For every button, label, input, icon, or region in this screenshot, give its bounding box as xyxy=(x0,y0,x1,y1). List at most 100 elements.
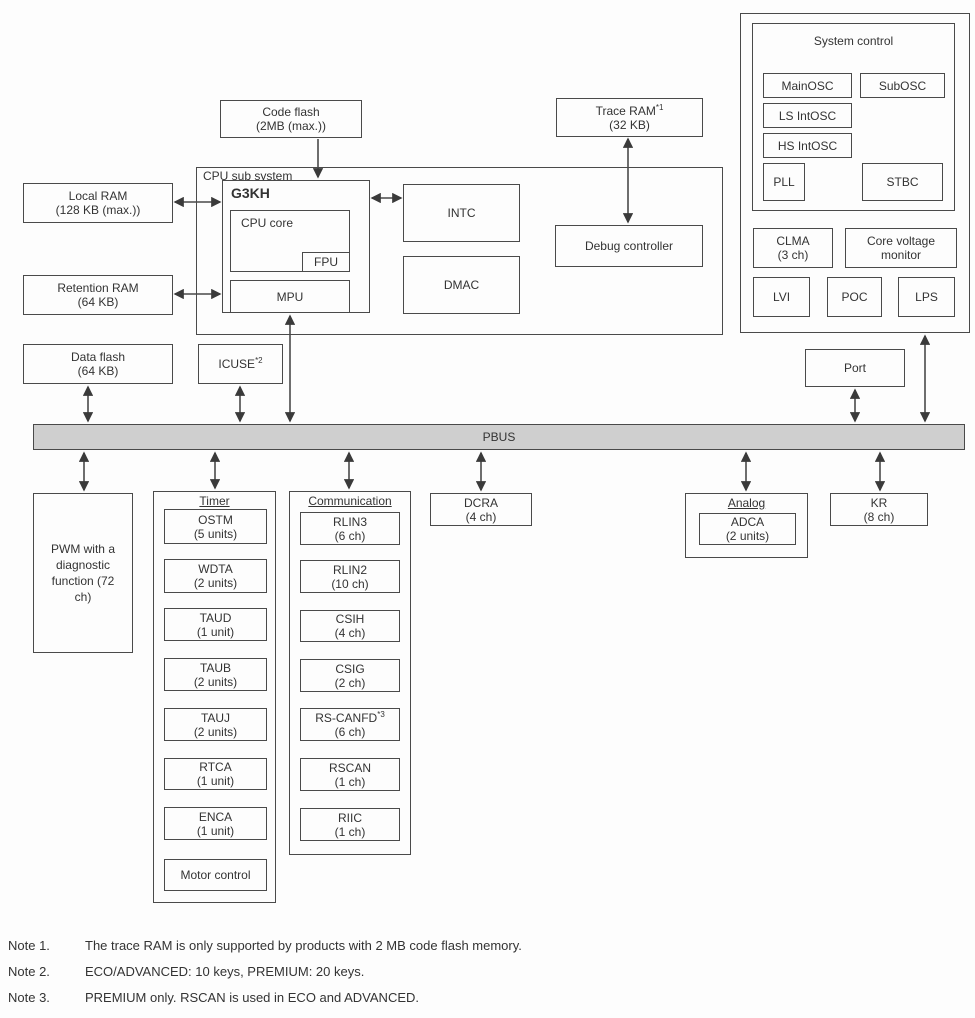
comm-item-name: RSCAN xyxy=(328,760,371,775)
communication-group-label: Communication xyxy=(308,494,392,508)
comm-item-detail: (2 ch) xyxy=(334,675,366,690)
pwm-label: PWM with a diagnostic function (72 ch) xyxy=(50,542,115,604)
cpu-core-label: CPU core xyxy=(241,216,294,230)
comm-item-detail: (10 ch) xyxy=(331,576,369,591)
retention-ram-detail: (64 KB) xyxy=(77,295,119,309)
comm-item-name: RS-CANFD*3 xyxy=(315,709,385,725)
timer-item-detail: (1 unit) xyxy=(196,624,235,639)
local-ram-detail: (128 KB (max.)) xyxy=(55,203,141,217)
pwm-block: PWM with a diagnostic function (72 ch) xyxy=(33,493,133,653)
timer-item-name: ENCA xyxy=(198,809,233,824)
comm-item-riic: RIIC (1 ch) xyxy=(300,808,400,841)
timer-item-name: WDTA xyxy=(198,562,233,576)
code-flash-block: Code flash (2MB (max.)) xyxy=(220,100,362,138)
timer-item-detail: (2 units) xyxy=(193,674,238,689)
timer-item-detail: (2 units) xyxy=(193,576,238,590)
dmac-block: DMAC xyxy=(403,256,520,314)
lps-block: LPS xyxy=(898,277,955,317)
clma-detail: (3 ch) xyxy=(777,248,809,262)
sub-osc-block: SubOSC xyxy=(860,73,945,98)
cpu-subsystem-label: CPU sub system xyxy=(203,169,293,183)
timer-item-name: Motor control xyxy=(180,868,251,882)
comm-item-rs-canfd: RS-CANFD*3 (6 ch) xyxy=(300,708,400,741)
timer-item-name: TAUD xyxy=(199,610,232,625)
lvi-block: LVI xyxy=(753,277,810,317)
timer-item-tauj: TAUJ (2 units) xyxy=(164,708,267,741)
trace-ram-name: Trace RAM*1 xyxy=(595,102,664,118)
note-text: ECO/ADVANCED: 10 keys, PREMIUM: 20 keys. xyxy=(85,964,365,979)
comm-item-detail: (6 ch) xyxy=(334,528,366,543)
comm-item-csig: CSIG (2 ch) xyxy=(300,659,400,692)
dcra-name: DCRA xyxy=(463,495,498,510)
clma-block: CLMA (3 ch) xyxy=(753,228,833,268)
comm-item-detail: (6 ch) xyxy=(334,724,366,739)
comm-item-detail: (1 ch) xyxy=(334,824,366,839)
dcra-detail: (4 ch) xyxy=(465,509,497,524)
icuse-name: ICUSE*2 xyxy=(218,356,263,372)
sub-osc-label: SubOSC xyxy=(878,78,927,93)
timer-item-detail: (1 unit) xyxy=(196,774,235,788)
main-osc-block: MainOSC xyxy=(763,73,852,98)
hs-intosc-block: HS IntOSC xyxy=(763,133,852,158)
trace-ram-detail: (32 KB) xyxy=(609,117,650,132)
timer-item-detail: (5 units) xyxy=(193,526,238,541)
core-voltage-monitor-block: Core voltage monitor xyxy=(845,228,957,268)
analog-group-label: Analog xyxy=(727,496,766,510)
timer-item-detail: (2 units) xyxy=(193,724,238,739)
timer-item-taud: TAUD (1 unit) xyxy=(164,608,267,641)
pbus-label: PBUS xyxy=(482,430,516,444)
code-flash-detail: (2MB (max.)) xyxy=(256,119,326,133)
adca-detail: (2 units) xyxy=(725,529,770,543)
comm-item-rlin3: RLIN3 (6 ch) xyxy=(300,512,400,545)
timer-item-taub: TAUB (2 units) xyxy=(164,658,267,691)
system-control-title: System control xyxy=(813,34,894,48)
timer-item-name: RTCA xyxy=(199,760,232,774)
timer-group-label: Timer xyxy=(199,494,230,508)
note-label: Note 3. xyxy=(8,990,50,1005)
data-flash-name: Data flash xyxy=(70,350,126,364)
timer-item-rtca: RTCA (1 unit) xyxy=(164,758,267,790)
timer-item-ostm: OSTM (5 units) xyxy=(164,509,267,544)
kr-detail: (8 ch) xyxy=(863,509,895,524)
local-ram-name: Local RAM xyxy=(68,189,128,203)
comm-item-detail: (1 ch) xyxy=(334,774,366,789)
hs-intosc-label: HS IntOSC xyxy=(777,138,838,153)
stbc-block: STBC xyxy=(862,163,943,201)
trace-ram-block: Trace RAM*1 (32 KB) xyxy=(556,98,703,137)
pll-label: PLL xyxy=(773,175,795,189)
adca-block: ADCA (2 units) xyxy=(699,513,796,545)
timer-item-motor-control: Motor control xyxy=(164,859,267,891)
note-label: Note 1. xyxy=(8,938,50,953)
timer-item-detail: (1 unit) xyxy=(196,823,235,838)
debug-controller-label: Debug controller xyxy=(584,239,674,253)
comm-item-rlin2: RLIN2 (10 ch) xyxy=(300,560,400,593)
timer-item-enca: ENCA (1 unit) xyxy=(164,807,267,840)
pbus-bar: PBUS xyxy=(33,424,965,450)
ls-intosc-label: LS IntOSC xyxy=(778,108,837,123)
clma-name: CLMA xyxy=(776,234,810,248)
kr-block: KR (8 ch) xyxy=(830,493,928,526)
analog-group: Analog ADCA (2 units) xyxy=(685,493,808,558)
comm-item-name: CSIH xyxy=(335,612,365,626)
pll-block: PLL xyxy=(763,163,805,201)
debug-controller-block: Debug controller xyxy=(555,225,703,267)
adca-name: ADCA xyxy=(730,515,765,529)
stbc-label: STBC xyxy=(886,175,919,189)
comm-item-name: RIIC xyxy=(338,810,362,825)
timer-item-name: TAUB xyxy=(199,660,232,675)
port-block: Port xyxy=(805,349,905,387)
mpu-label: MPU xyxy=(276,289,304,304)
poc-block: POC xyxy=(827,277,882,317)
timer-item-name: TAUJ xyxy=(200,710,231,725)
fpu-block: FPU xyxy=(302,252,350,272)
comm-item-name: RLIN3 xyxy=(332,514,367,529)
poc-label: POC xyxy=(841,290,868,304)
core-voltage-monitor-line2: monitor xyxy=(880,248,921,262)
port-label: Port xyxy=(843,361,866,375)
data-flash-detail: (64 KB) xyxy=(77,364,119,378)
ls-intosc-block: LS IntOSC xyxy=(763,103,852,128)
data-flash-block: Data flash (64 KB) xyxy=(23,344,173,384)
g3kh-label: G3KH xyxy=(231,185,270,201)
icuse-block: ICUSE*2 xyxy=(198,344,283,384)
